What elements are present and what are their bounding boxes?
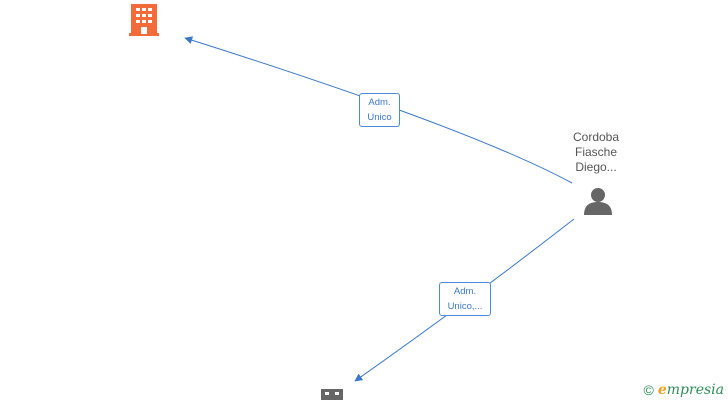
empresia-watermark: © empresia [644, 382, 724, 398]
edge-line-1 [184, 36, 573, 184]
empresia-logo: empresia [657, 382, 724, 398]
person-name-line: Cordoba [572, 130, 620, 144]
edge-label-adm-unico-more[interactable]: Adm. Unico,... [439, 282, 491, 316]
edge-label-line: Unico [367, 112, 392, 123]
person-name-label[interactable]: Cordoba Fiasche Diego... [556, 130, 636, 175]
copyright-icon: © [643, 382, 654, 398]
person-name-line: Diego... [575, 160, 617, 174]
edge-label-line: Unico,... [447, 301, 483, 312]
edge-label-line: Adm. [368, 97, 391, 108]
building-icon[interactable] [321, 389, 343, 400]
person-name-line: Fiasche [574, 145, 618, 159]
person-icon[interactable] [584, 188, 612, 215]
edge-label-line: Adm. [453, 286, 477, 297]
building-icon[interactable] [129, 4, 159, 36]
edge-label-adm-unico[interactable]: Adm. Unico [359, 93, 400, 127]
